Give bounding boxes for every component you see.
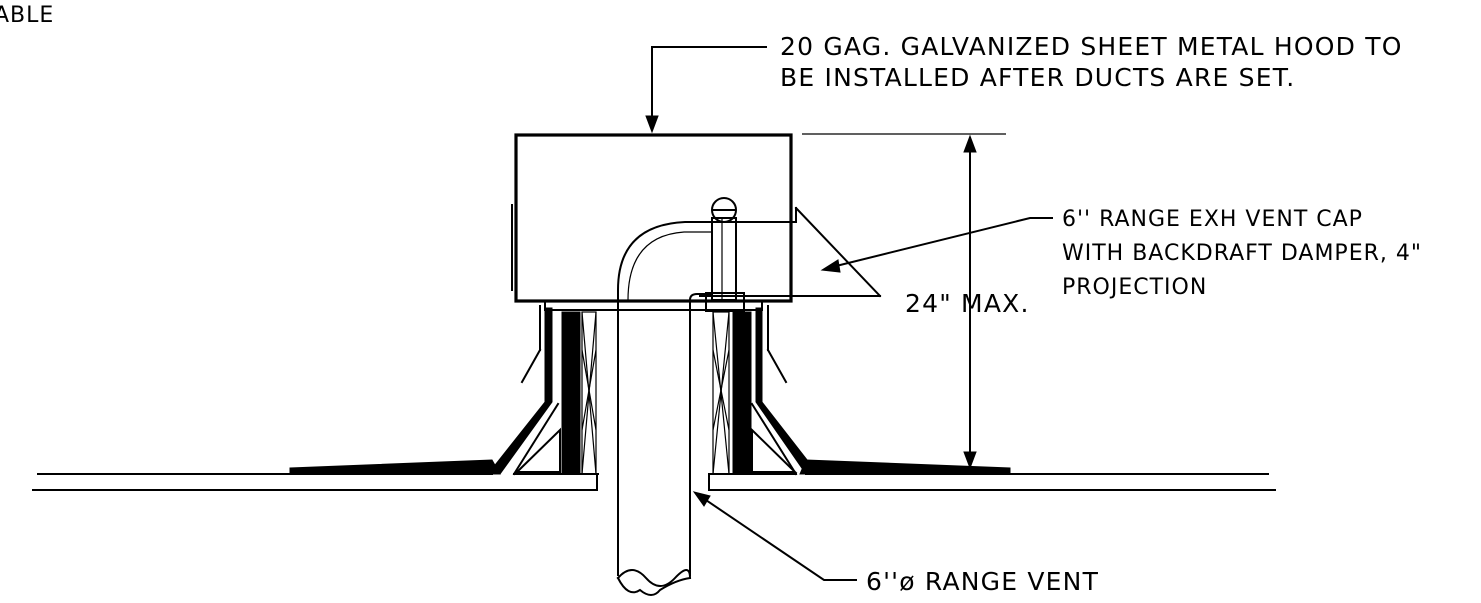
vent-cap-note-line1: 6'' RANGE EXH VENT CAP [1062, 207, 1363, 232]
roof-deck [32, 459, 1276, 491]
range-vent-leader [692, 491, 857, 581]
curb-left [486, 305, 599, 476]
vent-cap-note-line3: PROJECTION [1062, 275, 1207, 300]
edge-text-fragment: ABLE [0, 3, 54, 28]
vent-cap [699, 197, 882, 301]
hood-note-line1: 20 GAG. GALVANIZED SHEET METAL HOOD TO [780, 32, 1403, 61]
range-vent-note: 6''ø RANGE VENT [866, 567, 1099, 596]
height-dimension-label: 24" MAX. [905, 289, 1030, 318]
curb-right [709, 305, 820, 476]
hood-note-line2: BE INSTALLED AFTER DUCTS ARE SET. [780, 63, 1295, 92]
vent-cap-note-leader [820, 217, 1053, 273]
height-dimension [802, 133, 1006, 470]
vent-cap-note-line2: WITH BACKDRAFT DAMPER, 4" [1062, 241, 1422, 266]
range-vent-pipe [599, 221, 745, 596]
hood-note-leader [645, 46, 767, 134]
